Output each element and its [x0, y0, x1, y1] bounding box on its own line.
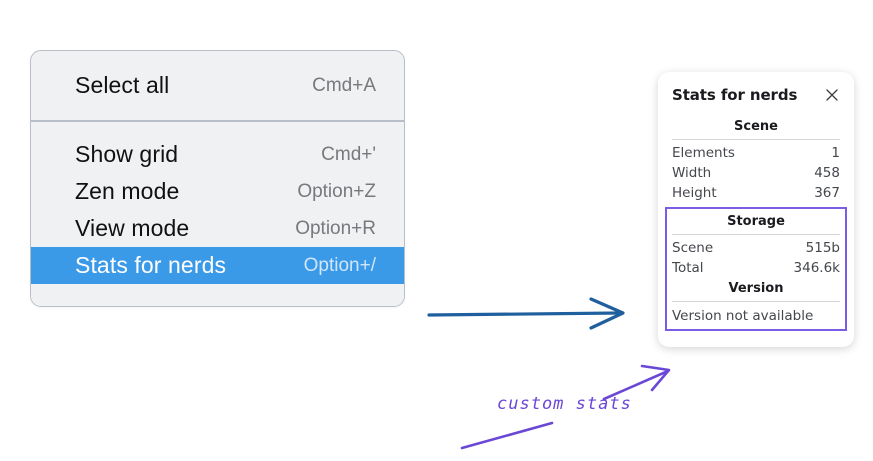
menu-item-shortcut: Cmd+' — [321, 143, 376, 165]
storage-section: Storage Scene 515b Total 346.6k — [672, 211, 840, 278]
scene-heading: Scene — [734, 119, 778, 134]
menu-item-view-mode[interactable]: View mode Option+R — [31, 210, 404, 247]
close-icon[interactable] — [824, 87, 840, 103]
menu-item-shortcut: Option+/ — [303, 254, 376, 276]
custom-stats-region: Storage Scene 515b Total 346.6k Version … — [665, 207, 847, 331]
menu-item-shortcut: Option+Z — [297, 180, 376, 202]
menu-item-shortcut: Cmd+A — [312, 74, 376, 96]
menu-item-label: View mode — [75, 215, 190, 241]
menu-item-label: Select all — [75, 72, 170, 98]
row-key: Total — [672, 260, 704, 276]
divider — [672, 139, 840, 140]
row-value: 458 — [814, 165, 840, 181]
table-row: Total 346.6k — [672, 258, 840, 278]
context-menu[interactable]: Select all Cmd+A Show grid Cmd+' Zen mod… — [30, 50, 405, 307]
version-section: Version Version not available — [672, 278, 840, 324]
blue-arrow — [427, 297, 625, 330]
menu-item-stats-for-nerds[interactable]: Stats for nerds Option+/ — [31, 247, 404, 284]
table-row: Height 367 — [672, 183, 840, 203]
menu-item-label: Zen mode — [75, 178, 180, 204]
row-value: 1 — [831, 145, 840, 161]
row-value: 367 — [814, 185, 840, 201]
table-row: Elements 1 — [672, 143, 840, 163]
purple-underline-stroke — [460, 421, 554, 450]
menu-divider — [31, 120, 404, 122]
menu-item-label: Show grid — [75, 141, 179, 167]
scene-section: Scene Elements 1 Width 458 Height 367 — [672, 116, 840, 203]
table-row: Width 458 — [672, 163, 840, 183]
row-key: Height — [672, 185, 717, 201]
custom-stats-annotation-label: custom stats — [497, 394, 632, 414]
menu-item-zen-mode[interactable]: Zen mode Option+Z — [31, 173, 404, 210]
table-row: Scene 515b — [672, 238, 840, 258]
menu-footer — [31, 284, 404, 306]
menu-item-label: Stats for nerds — [75, 252, 227, 278]
row-value: 346.6k — [793, 260, 840, 276]
storage-heading: Storage — [727, 214, 785, 229]
menu-item-select-all[interactable]: Select all Cmd+A — [31, 67, 404, 104]
stats-panel-header: Stats for nerds — [672, 86, 840, 104]
version-heading: Version — [728, 281, 784, 296]
row-value: 515b — [805, 240, 840, 256]
menu-item-show-grid[interactable]: Show grid Cmd+' — [31, 136, 404, 173]
stats-panel-title: Stats for nerds — [672, 86, 798, 104]
version-note: Version not available — [672, 308, 814, 324]
menu-group-1: Select all Cmd+A — [31, 51, 404, 120]
divider — [672, 301, 840, 302]
menu-group-2: Show grid Cmd+' Zen mode Option+Z View m… — [31, 122, 404, 284]
row-key: Elements — [672, 145, 735, 161]
row-key: Scene — [672, 240, 714, 256]
row-key: Width — [672, 165, 712, 181]
menu-item-shortcut: Option+R — [295, 217, 376, 239]
divider — [672, 234, 840, 235]
stats-for-nerds-panel: Stats for nerds Scene Elements 1 Width 4… — [658, 72, 854, 347]
